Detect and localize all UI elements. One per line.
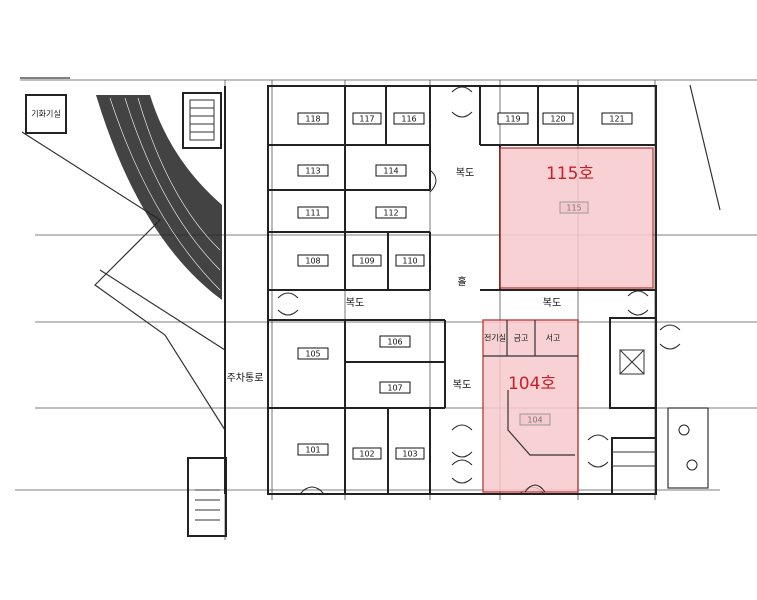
room-119-label: 119 — [505, 115, 520, 124]
room-109-label: 109 — [359, 257, 374, 266]
room-101-label: 101 — [305, 446, 320, 455]
small-room-a-label: 전기실 — [484, 333, 506, 343]
hall-label: 홀 — [457, 275, 466, 288]
unit-104-callout: 104호 — [508, 374, 556, 394]
room-121-label: 121 — [609, 115, 624, 124]
corridor-label-center: 복도 — [346, 297, 364, 309]
room-114-label: 114 — [383, 167, 398, 176]
mech-room: 기화기실 — [25, 94, 67, 134]
site-outline — [20, 77, 721, 431]
room-105-label: 105 — [305, 350, 320, 359]
area-labels: 복도 복도 복도 복도 홀 주차통로 전기실 금고 서고 — [227, 167, 562, 391]
corridor-label-upper: 복도 — [456, 167, 474, 179]
unit-104-interior — [483, 320, 578, 493]
room-102-label: 102 — [359, 450, 374, 459]
room-tags: 118 117 116 119 120 121 113 114 111 112 … — [297, 112, 633, 460]
room-107-label: 107 — [387, 384, 402, 393]
corridor-label-right: 복도 — [543, 297, 561, 309]
room-111-label: 111 — [305, 209, 320, 218]
room-108-label: 108 — [305, 257, 320, 266]
mech-room-label: 기화기실 — [31, 109, 60, 119]
room-110-label: 110 — [402, 257, 417, 266]
corridor-label-lower: 복도 — [453, 379, 471, 391]
room-120-label: 120 — [550, 115, 565, 124]
room-103-label: 103 — [402, 450, 417, 459]
unit-115-highlight[interactable] — [499, 147, 654, 289]
parking-ramp — [96, 95, 222, 300]
building-walls — [224, 85, 709, 495]
parking-passage-label: 주차통로 — [227, 372, 264, 384]
stairs-bottom — [187, 457, 227, 537]
room-113-label: 113 — [305, 167, 320, 176]
room-118-label: 118 — [305, 115, 320, 124]
room-115-label: 115 — [566, 204, 581, 213]
room-106-label: 106 — [387, 338, 402, 347]
room-112-label: 112 — [383, 209, 398, 218]
small-room-b-label: 금고 — [514, 334, 529, 343]
small-room-c-label: 서고 — [546, 334, 561, 343]
room-104-label: 104 — [527, 416, 542, 425]
stairs-top — [182, 92, 222, 149]
room-117-label: 117 — [359, 115, 374, 124]
room-116-label: 116 — [401, 115, 416, 124]
unit-115-callout: 115호 — [546, 164, 594, 184]
unit-104-highlight[interactable] — [482, 319, 579, 493]
